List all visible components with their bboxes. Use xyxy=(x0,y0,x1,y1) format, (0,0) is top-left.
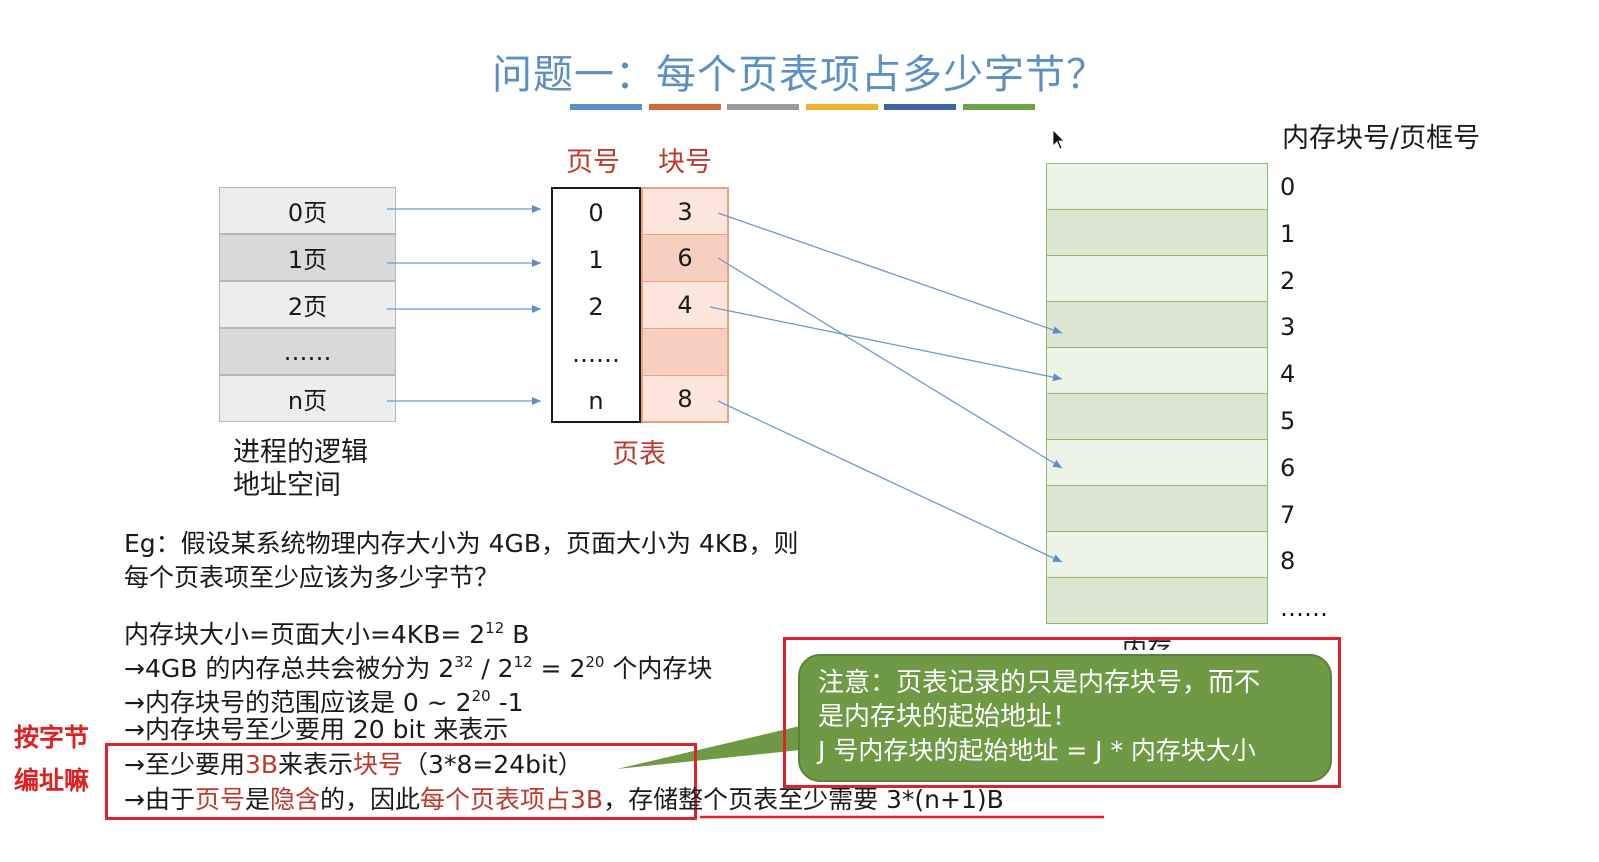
calc-1-text: 内存块大小=页面大小=4KB= 2 xyxy=(124,620,486,649)
calc-2-b: / 2 xyxy=(473,654,514,683)
callout-line-3: J 号内存块的起始地址 = J * 内存块大小 xyxy=(818,736,1256,765)
side-annotation: 按字节编址嘛 xyxy=(14,723,90,795)
memory-block-label: 7 xyxy=(1280,500,1296,529)
callout-line-1: 注意：页表记录的只是内存块号，而不 xyxy=(818,668,1261,698)
memory-block xyxy=(1046,577,1268,624)
memory-block-label: 2 xyxy=(1280,266,1296,295)
calc-5-e: （3*8=24bit） xyxy=(403,750,583,779)
example-line-2: 每个页表项至少应该为多少字节？ xyxy=(124,563,500,592)
calc-6-a: →由于 xyxy=(124,785,195,814)
calc-line-5: →至少要用3B来表示块号（3*8=24bit） xyxy=(124,748,583,782)
calc-line-4: →内存块号至少要用 20 bit 来表示 xyxy=(124,715,509,744)
block-number-cell xyxy=(643,329,727,376)
page-number-cell: 1 xyxy=(588,245,604,274)
calc-2-c: = 2 xyxy=(532,654,586,683)
calc-line-1: 内存块大小=页面大小=4KB= 212 B xyxy=(124,611,529,652)
calc-5-d: 块号 xyxy=(353,750,404,779)
arrow-block-4 xyxy=(709,306,1063,382)
block-number-cell: 8 xyxy=(643,376,727,421)
title-bar-segment xyxy=(805,104,878,110)
memory-block xyxy=(1046,531,1268,578)
calc-5-b: 3B xyxy=(244,750,279,779)
calc-2-exp3: 20 xyxy=(585,653,605,671)
logical-page-n: n页 xyxy=(219,375,396,422)
calc-line-2: →4GB 的内存总共会被分为 232 / 212 = 220 个内存块 xyxy=(124,645,712,686)
page-number-cell: n xyxy=(588,386,604,415)
block-number-column: 3 6 4 8 xyxy=(641,187,729,423)
arrow-block-8 xyxy=(717,400,1063,563)
memory-block-label: 1 xyxy=(1280,219,1296,248)
memory-block-label: 6 xyxy=(1280,453,1296,482)
calc-1-exp: 12 xyxy=(485,619,505,637)
memory-block xyxy=(1046,347,1268,394)
memory-header: 内存块号/页框号 xyxy=(1282,123,1481,154)
page-number-cell: 0 xyxy=(588,198,604,227)
logical-page-0: 0页 xyxy=(219,187,396,234)
arrow-block-3 xyxy=(717,212,1063,334)
memory-block xyxy=(1046,163,1268,210)
logical-address-space: 0页 1页 2页 …… n页 xyxy=(219,187,396,422)
calc-2-exp1: 32 xyxy=(454,653,474,671)
block-number-cell: 4 xyxy=(643,282,727,329)
title-bar-segment xyxy=(727,104,799,110)
memory-block xyxy=(1046,393,1268,440)
callout-pointer xyxy=(617,726,800,769)
calc-3-b: -1 xyxy=(490,688,524,717)
memory-block-label: 8 xyxy=(1280,547,1296,576)
memory-block-label: 4 xyxy=(1280,360,1296,389)
block-number-cell: 6 xyxy=(643,235,727,282)
calc-3-a: →内存块号的范围应该是 0 ~ 2 xyxy=(124,688,472,717)
arrow-block-6 xyxy=(717,257,1063,469)
title-bar-segment xyxy=(570,104,642,110)
block-number-header: 块号 xyxy=(658,147,712,178)
logical-page-ellipsis: …… xyxy=(219,328,396,375)
title-bar-segment xyxy=(884,104,956,110)
calc-6-d: 隐含 xyxy=(269,785,320,814)
memory-block-label: 0 xyxy=(1280,173,1296,201)
logical-space-caption-2: 地址空间 xyxy=(233,470,341,501)
calc-6-c: 是 xyxy=(244,785,270,814)
title-bar-segment xyxy=(648,104,721,110)
calc-2-exp2: 12 xyxy=(513,653,533,671)
memory-block-label: …… xyxy=(1280,594,1328,623)
memory-block-label: 3 xyxy=(1280,313,1296,342)
example-line-1: Eg：假设某系统物理内存大小为 4GB，页面大小为 4KB，则 xyxy=(124,529,799,558)
callout-note: 注意：页表记录的只是内存块号，而不 是内存块的起始地址！ J 号内存块的起始地址… xyxy=(798,654,1332,782)
logical-space-caption-1: 进程的逻辑 xyxy=(233,437,368,468)
page-number-cell: 2 xyxy=(588,292,604,321)
calc-line-3: →内存块号的范围应该是 0 ~ 220 -1 xyxy=(124,679,524,720)
calc-1-tail: B xyxy=(504,620,530,649)
memory-blocks xyxy=(1046,163,1268,624)
calc-6-g: ，存储整个页表至少需要 3*(n+1)B xyxy=(603,785,1004,814)
page-number-column: 0 1 2 …… n xyxy=(551,187,641,423)
memory-block xyxy=(1046,439,1268,486)
calc-2-a: →4GB 的内存总共会被分为 2 xyxy=(124,654,455,683)
calc-5-c: 来表示 xyxy=(278,750,354,779)
page-title: 问题一：每个页表项占多少字节？ xyxy=(492,52,1107,98)
callout-line-2: 是内存块的起始地址！ xyxy=(818,702,1079,732)
title-bar-segment xyxy=(962,104,1035,110)
memory-block-label: 5 xyxy=(1280,407,1296,435)
calc-5-a: →至少要用 xyxy=(124,750,245,779)
calc-2-d: 个内存块 xyxy=(604,654,713,683)
memory-block xyxy=(1046,255,1268,302)
page-table-caption: 页表 xyxy=(612,439,666,470)
calc-6-b: 页号 xyxy=(194,785,245,814)
mouse-cursor-icon xyxy=(1052,129,1065,150)
page-number-cell: …… xyxy=(572,339,620,368)
annotation-box-conclusion xyxy=(105,743,697,820)
page-number-header: 页号 xyxy=(566,147,620,178)
block-number-cell: 3 xyxy=(643,189,727,235)
annotation-box-callout xyxy=(783,637,1341,788)
calc-line-6: →由于页号是隐含的，因此每个页表项占3B，存储整个页表至少需要 3*(n+1)B xyxy=(124,783,1004,817)
calc-6-e: 的，因此 xyxy=(320,785,421,814)
calc-3-exp: 20 xyxy=(471,687,491,705)
logical-page-2: 2页 xyxy=(219,281,396,328)
calc-6-f: 每个页表项占3B xyxy=(420,785,604,814)
logical-page-1: 1页 xyxy=(219,234,396,281)
